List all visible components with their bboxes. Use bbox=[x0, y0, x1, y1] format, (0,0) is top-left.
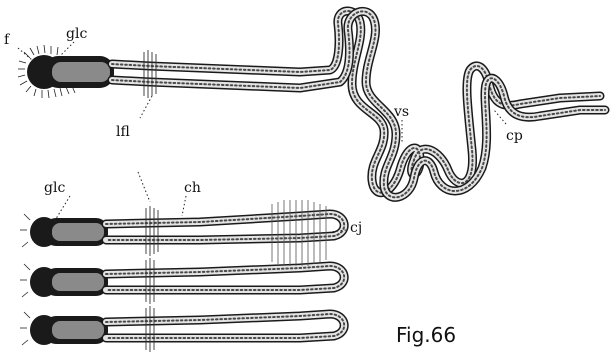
label-cj: cj bbox=[350, 220, 362, 236]
cilia-fringe-bottom bbox=[20, 214, 30, 345]
figure-caption: Fig.66 bbox=[396, 323, 456, 347]
tubule-long bbox=[18, 11, 605, 197]
label-vs: vs bbox=[393, 104, 409, 120]
label-ch: ch bbox=[184, 180, 201, 196]
tubule-loop-1 bbox=[30, 206, 344, 256]
funnel-lumen-top bbox=[52, 62, 110, 82]
tubule-loop-3 bbox=[30, 306, 344, 352]
label-glc-top: glc bbox=[66, 26, 87, 42]
label-f: f bbox=[4, 32, 11, 48]
tubule-loop-2 bbox=[30, 258, 344, 304]
label-lfl: lfl bbox=[116, 124, 130, 140]
label-cp: cp bbox=[506, 128, 523, 144]
label-glc-bottom: glc bbox=[44, 180, 65, 196]
lateral-fin-tuft-top bbox=[144, 50, 156, 98]
